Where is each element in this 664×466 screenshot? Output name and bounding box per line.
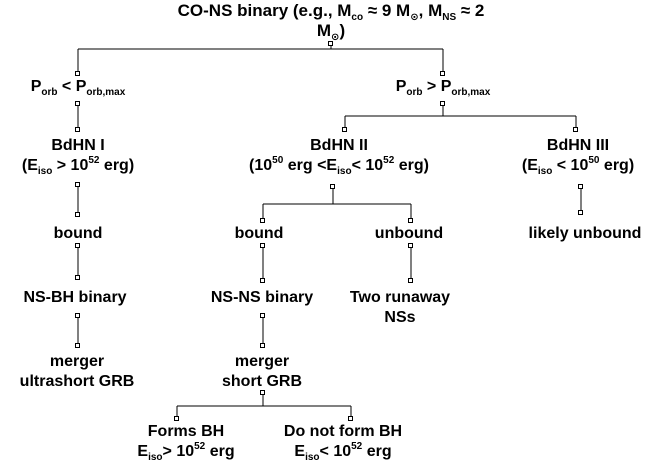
connector-marker bbox=[573, 127, 578, 132]
connector-marker bbox=[328, 41, 333, 46]
connector-marker bbox=[260, 218, 265, 223]
bdhn2-node: BdHN II (1050 erg <Eiso< 1052 erg) bbox=[249, 137, 429, 177]
connector-marker bbox=[260, 343, 265, 348]
unbound-node: unbound bbox=[374, 225, 444, 242]
edge-pgreater-split bbox=[344, 103, 577, 129]
likely-unbound-node: likely unbound bbox=[528, 225, 642, 242]
bound-node-center: bound bbox=[234, 225, 284, 242]
root-node: CO-NS binary (e.g., Mco ≈ 9 M⊙, MNS ≈ 2 … bbox=[177, 1, 485, 43]
connector-marker bbox=[578, 210, 583, 215]
connector-marker bbox=[75, 182, 80, 187]
bdhn3-node: BdHN III (Eiso < 1050 erg) bbox=[521, 137, 635, 177]
connector-marker bbox=[75, 313, 80, 318]
connector-marker bbox=[342, 127, 347, 132]
bound-node-left: bound bbox=[53, 225, 103, 242]
connector-marker bbox=[174, 416, 179, 421]
connector-marker bbox=[348, 416, 353, 421]
nsbh-binary-node: NS-BH binary bbox=[23, 289, 127, 306]
connector-marker bbox=[440, 101, 445, 106]
merger-short-node: merger short GRB bbox=[222, 353, 302, 390]
connector-marker bbox=[75, 243, 80, 248]
connector-marker bbox=[75, 212, 80, 217]
connector-marker bbox=[408, 278, 413, 283]
bdhn1-node: BdHN I (Eiso > 1052 erg) bbox=[21, 137, 135, 177]
connector-marker bbox=[75, 275, 80, 280]
forms-bh-node: Forms BH Eiso> 1052 erg bbox=[137, 423, 235, 463]
connector-marker bbox=[408, 218, 413, 223]
edge-merger2-split bbox=[176, 392, 352, 418]
porb-greater-node: Porb > Porb,max bbox=[395, 78, 491, 98]
connector-marker bbox=[75, 101, 80, 106]
connector-marker bbox=[330, 184, 335, 189]
porb-less-node: Porb < Porb,max bbox=[30, 78, 126, 98]
connector-marker bbox=[75, 127, 80, 132]
connector-marker bbox=[408, 243, 413, 248]
connector-marker bbox=[260, 243, 265, 248]
connector-marker bbox=[440, 71, 445, 76]
nsns-binary-node: NS-NS binary bbox=[210, 289, 314, 306]
connector-marker bbox=[260, 313, 265, 318]
no-bh-node: Do not form BH Eiso< 1052 erg bbox=[283, 423, 403, 463]
connector-marker bbox=[75, 71, 80, 76]
connector-marker bbox=[260, 390, 265, 395]
runaway-nss-node: Two runaway NSs bbox=[349, 289, 451, 326]
connector-marker bbox=[578, 184, 583, 189]
merger-ultrashort-node: merger ultrashort GRB bbox=[19, 353, 135, 390]
edge-bdhn2-split bbox=[262, 186, 412, 220]
connector-marker bbox=[75, 343, 80, 348]
edge-root bbox=[77, 44, 444, 73]
connector-marker bbox=[260, 278, 265, 283]
